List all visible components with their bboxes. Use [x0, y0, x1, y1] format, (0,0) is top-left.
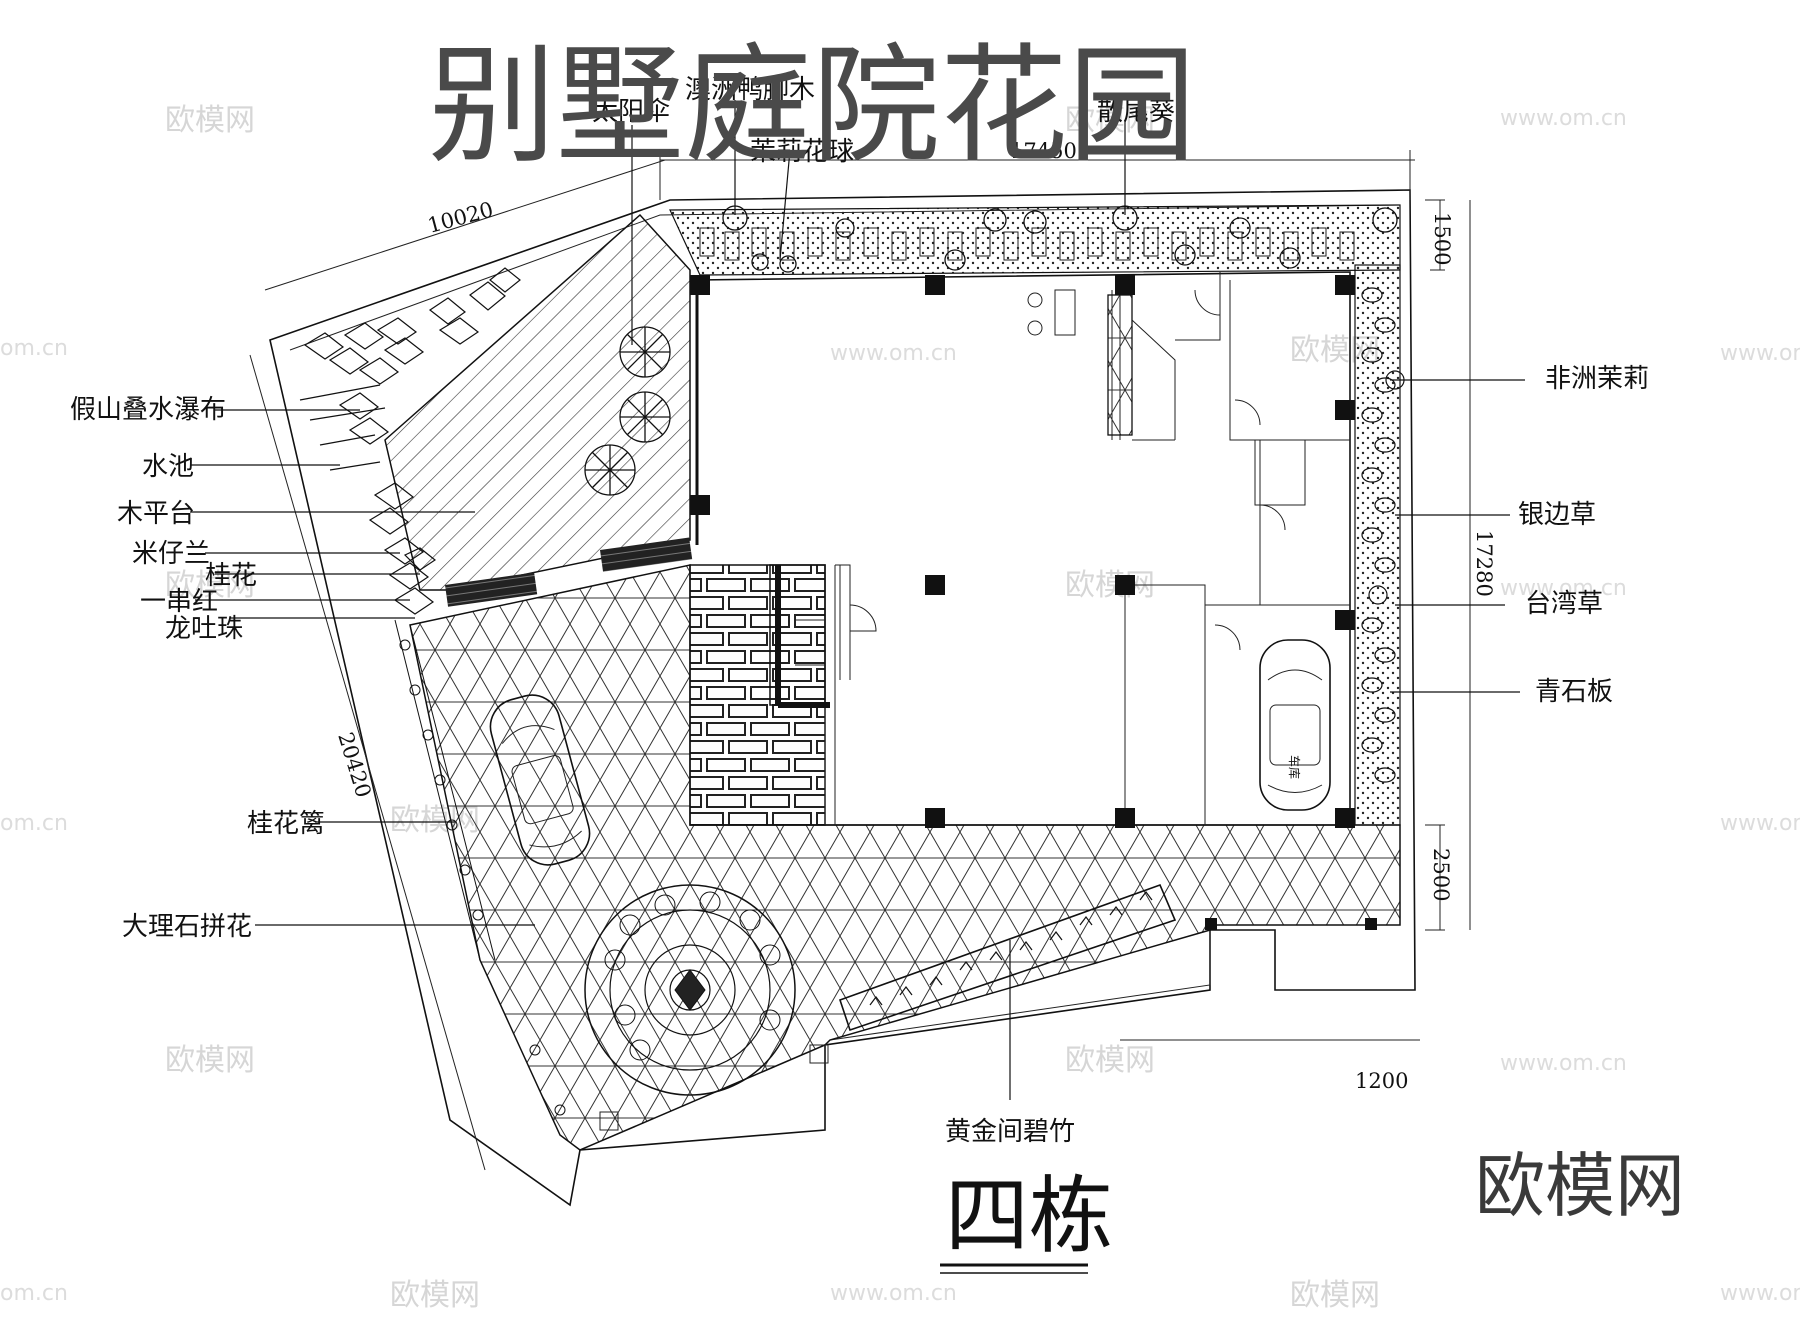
parasols [584, 326, 671, 496]
dim-right: 17280 [1472, 530, 1496, 597]
svg-text:www.om.cn: www.om.cn [1720, 341, 1800, 366]
leader-lines [190, 100, 1525, 1100]
bottom-post-1 [599, 1111, 619, 1131]
svg-text:om.cn: om.cn [0, 1281, 68, 1306]
top-stone-row [699, 227, 1355, 261]
dimension-lines [249, 150, 1471, 1171]
svg-text:www.om.cn: www.om.cn [1500, 106, 1627, 131]
building [690, 271, 1355, 828]
osmanthus-hedge [394, 619, 566, 1116]
bamboo-bed [838, 883, 1177, 1032]
dark-brick-strip-2 [600, 537, 693, 572]
svg-text:欧模网: 欧模网 [165, 103, 255, 138]
watermark-layer: 欧模网 欧模网 www.om.cn om.cn www.om.cn 欧模网 ww… [0, 103, 1800, 1313]
dim-top: 17450 [1010, 139, 1077, 163]
label-african-jasmine: 非洲茉莉 [1545, 364, 1649, 394]
svg-text:om.cn: om.cn [0, 336, 68, 361]
bottom-post-3 [1205, 918, 1217, 930]
label-osmanthus-hedge: 桂花篱 [247, 809, 325, 839]
car-driveway [489, 694, 591, 866]
building-number: 四栋 [945, 1167, 1113, 1265]
svg-text:www.om.cn: www.om.cn [830, 341, 957, 366]
svg-text:欧模网: 欧模网 [165, 1043, 255, 1078]
label-aglaia: 米仔兰 [132, 539, 210, 569]
car-garage: 车库 [1259, 639, 1331, 811]
label-clerodendrum: 龙吐珠 [165, 614, 243, 644]
label-timber-deck: 木平台 [117, 499, 195, 529]
label-taiwan-grass: 台湾草 [1525, 589, 1603, 619]
svg-text:www.om.cn: www.om.cn [1720, 1281, 1800, 1306]
label-golden-bamboo: 黄金间碧竹 [945, 1117, 1075, 1147]
rockery-stones [299, 267, 521, 615]
brand-logo: 欧模网 [1475, 1145, 1685, 1227]
dim-top-left: 10020 [425, 197, 496, 237]
svg-text:www.om.cn: www.om.cn [830, 1281, 957, 1306]
svg-text:om.cn: om.cn [0, 811, 68, 836]
timber-deck [384, 213, 691, 591]
label-areca-palm: 散尾葵 [1097, 97, 1175, 127]
label-osmanthus: 桂花 [205, 561, 257, 591]
svg-text:www.om.cn: www.om.cn [1720, 811, 1800, 836]
dark-brick-strip-1 [445, 572, 538, 607]
svg-text:www.om.cn: www.om.cn [1500, 576, 1627, 601]
svg-text:车库: 车库 [1287, 755, 1302, 779]
bottom-post-2 [809, 1044, 829, 1064]
label-marble-inlay: 大理石拼花 [122, 912, 252, 942]
page-title: 别墅庭院花园 [428, 32, 1196, 181]
label-parasol: 太阳伞 [592, 97, 670, 127]
svg-text:www.om.cn: www.om.cn [1500, 1051, 1627, 1076]
label-salvia: 一串红 [140, 587, 218, 617]
label-bluestone: 青石板 [1535, 677, 1613, 707]
dim-right-top: 1500 [1430, 212, 1454, 265]
dim-bottom-right: 1200 [1355, 1069, 1408, 1093]
bottom-post-4 [1365, 918, 1377, 930]
dim-left: 20420 [333, 729, 375, 800]
label-silver-grass: 银边草 [1518, 500, 1596, 530]
brick-paving [689, 564, 826, 826]
label-schefflera: 澳洲鸭脚木 [685, 75, 815, 105]
dim-right-bottom: 2500 [1429, 848, 1453, 901]
svg-text:欧模网: 欧模网 [1290, 1278, 1380, 1313]
right-stone-path [1361, 287, 1405, 783]
svg-text:欧模网: 欧模网 [1065, 103, 1155, 138]
label-pond: 水池 [142, 452, 194, 482]
top-palm-plants [722, 205, 1398, 273]
marble-paving [409, 564, 1401, 1151]
svg-text:欧模网: 欧模网 [390, 1278, 480, 1313]
label-rockery-waterfall: 假山叠水瀑布 [70, 395, 226, 425]
label-jasmine-ball: 茉莉花球 [750, 137, 854, 167]
marble-inlay-circle [584, 884, 796, 1096]
svg-text:欧模网: 欧模网 [1065, 1043, 1155, 1078]
